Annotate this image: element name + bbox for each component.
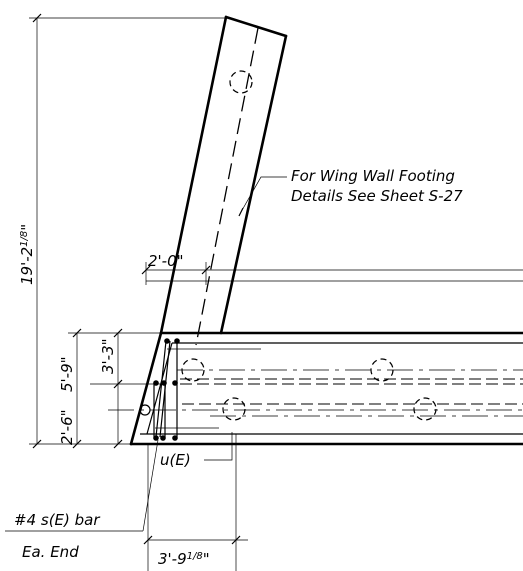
footing-internal-lines xyxy=(108,369,523,417)
overall-height-dimension: 19'-21/8" xyxy=(18,13,225,449)
bottom-dimension-quote: " xyxy=(203,550,210,568)
footing xyxy=(129,331,523,446)
overall-height-fraction: 1/8 xyxy=(19,231,30,247)
left-height-dimensions: 5'-9" 3'-3" 2'-6" xyxy=(58,328,165,449)
u-bar-label: u(E) xyxy=(160,432,233,469)
height-2-6-text: 2'-6" xyxy=(58,409,76,445)
wall-bar-circle xyxy=(229,70,253,94)
width-dimension-2-0: 2'-0" xyxy=(141,252,523,285)
svg-text:3'-91/8": 3'-91/8" xyxy=(158,550,210,568)
s-bar-label-text: #4 s(E) bar xyxy=(14,511,100,529)
bottom-dimension: 3'-91/8" xyxy=(143,434,248,571)
svg-text:19'-21/8": 19'-21/8" xyxy=(18,224,36,285)
each-end-text: Ea. End xyxy=(22,543,79,561)
s-bars xyxy=(153,338,180,441)
bottom-dimension-text: 3'-9 xyxy=(158,550,187,568)
footing-reference-note: For Wing Wall Footing Details See Sheet … xyxy=(238,167,463,217)
s-bar-label: #4 s(E) bar Ea. End xyxy=(5,439,159,561)
height-3-3-text: 3'-3" xyxy=(99,338,117,374)
width-2-0-text: 2'-0" xyxy=(148,252,184,270)
footing-note-line2: Details See Sheet S-27 xyxy=(291,187,463,205)
overall-height-quote: " xyxy=(18,224,36,231)
footing-bar-circles xyxy=(139,358,437,421)
footing-note-line1: For Wing Wall Footing xyxy=(291,167,455,185)
overall-height-text: 19'-2 xyxy=(18,247,36,285)
u-bar-label-text: u(E) xyxy=(160,451,191,469)
bottom-dimension-fraction: 1/8 xyxy=(187,551,203,562)
wing-wall xyxy=(159,15,288,346)
height-5-9-text: 5'-9" xyxy=(58,356,76,392)
